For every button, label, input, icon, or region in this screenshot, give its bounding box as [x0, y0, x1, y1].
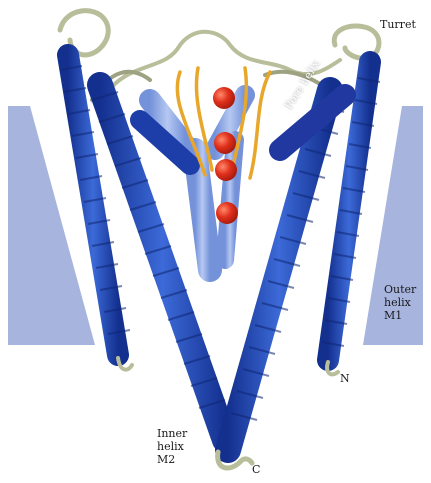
outer-helix-label: Outer helix M1 [384, 283, 416, 322]
n-terminus-label: N [340, 372, 350, 385]
ion-sphere-icon [214, 132, 236, 154]
inner-helix-label-line3: M2 [157, 453, 187, 466]
inner-helix-label-line1: Inner [157, 427, 187, 440]
turret-label: Turret [380, 18, 416, 31]
ion-sphere-icon [216, 202, 238, 224]
inner-helix-label: Inner helix M2 [157, 427, 187, 466]
selectivity-filter-right [250, 72, 270, 178]
outer-helix-label-line1: Outer [384, 283, 416, 296]
ion-sphere-icon [213, 87, 235, 109]
c-terminus-label: C [252, 463, 260, 476]
inner-helix-label-line2: helix [157, 440, 187, 453]
outer-helix-label-line2: helix [384, 296, 416, 309]
ion-sphere-icon [215, 159, 237, 181]
outer-helix-label-line3: M1 [384, 309, 416, 322]
